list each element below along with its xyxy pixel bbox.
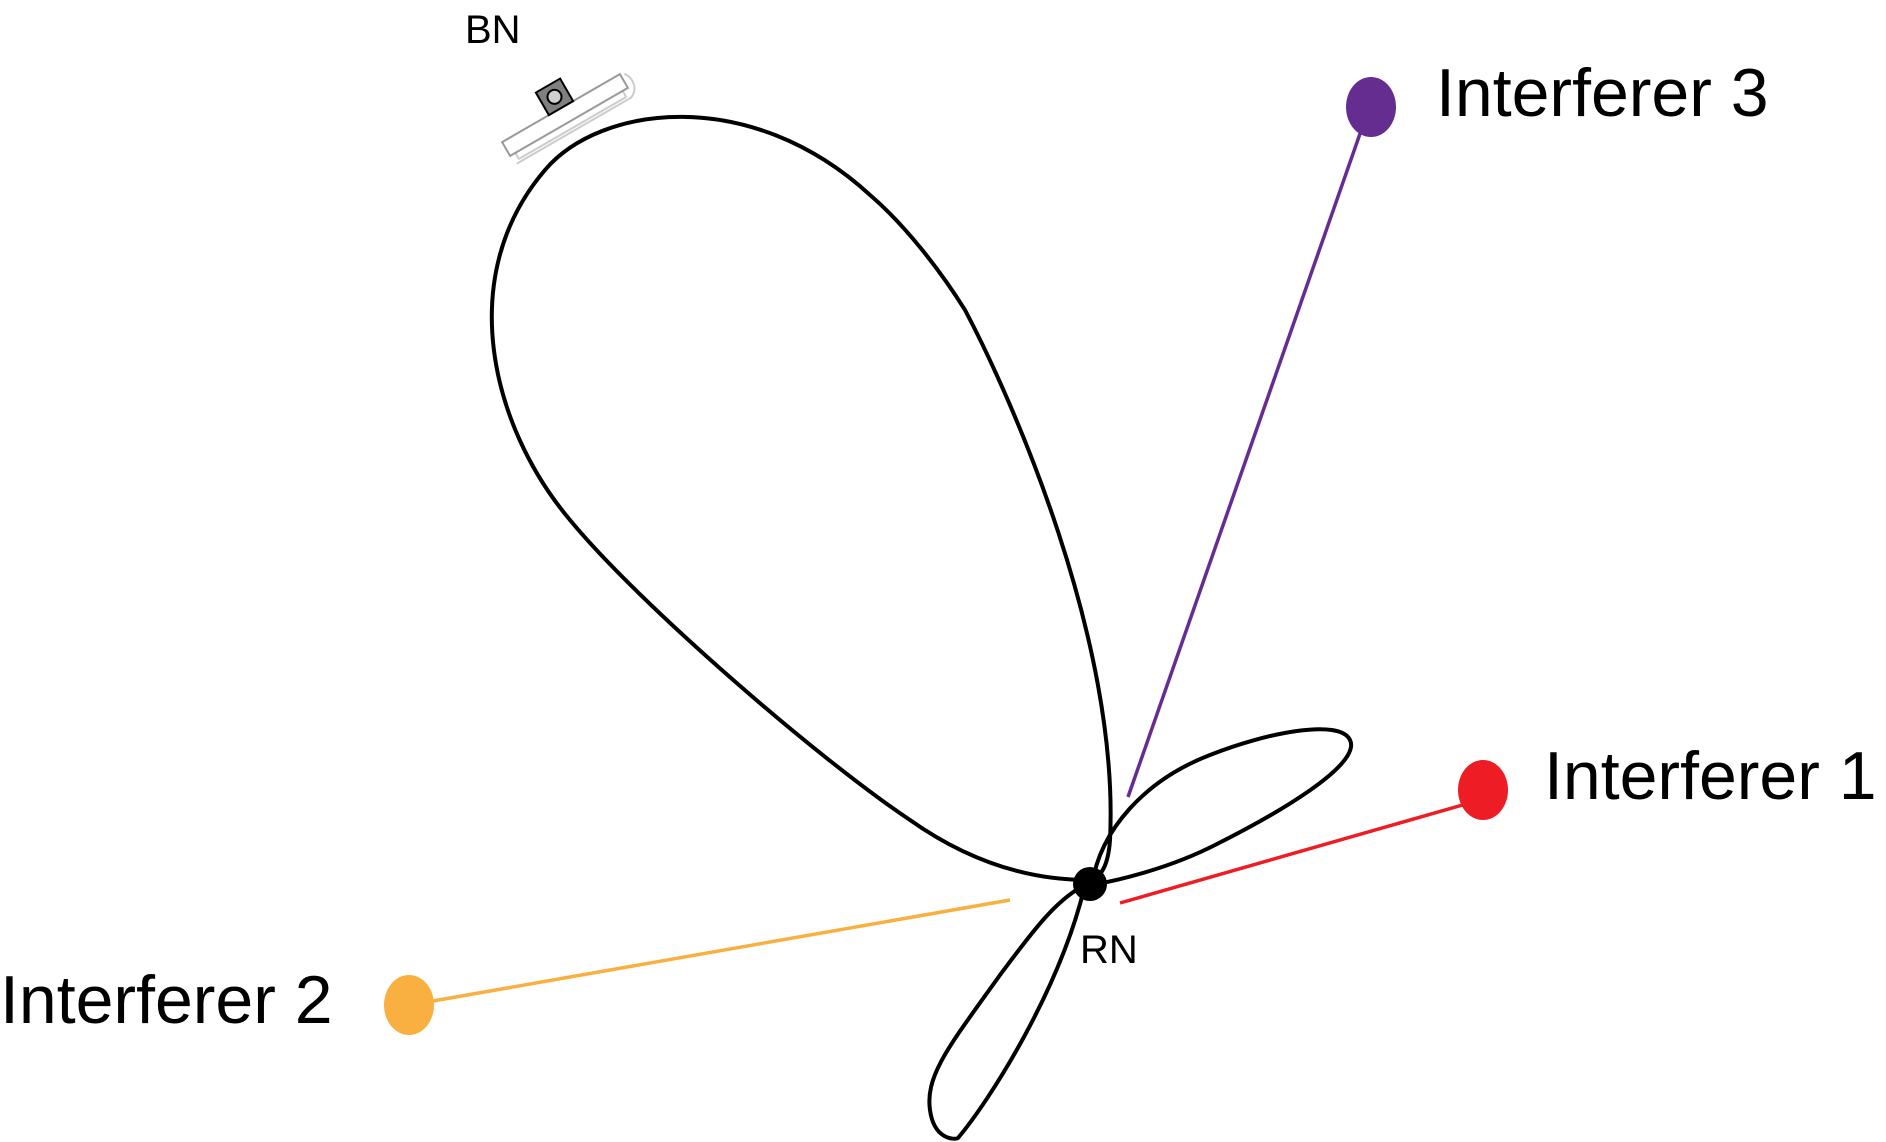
antenna-panel-icon <box>500 72 636 165</box>
interferer-3-link <box>1126 107 1371 798</box>
base-node-label: BN <box>465 8 521 52</box>
right-side-lobe <box>1090 727 1354 887</box>
interferer-1-node[interactable] <box>1458 760 1508 820</box>
main-lobe <box>489 114 1113 882</box>
bottom-side-lobe <box>927 883 1087 1141</box>
interferer-1-link <box>1119 798 1481 905</box>
relay-node-label: RN <box>1080 928 1138 972</box>
interferer-2-link <box>409 898 1011 1007</box>
interferer-1-label: Interferer 1 <box>1544 738 1877 814</box>
relay-node[interactable] <box>1073 867 1107 901</box>
interferer-3-node[interactable] <box>1346 77 1396 137</box>
interferer-3-label: Interferer 3 <box>1436 55 1769 131</box>
interferer-2-node[interactable] <box>384 975 434 1035</box>
interferer-2-label: Interferer 2 <box>0 962 333 1038</box>
